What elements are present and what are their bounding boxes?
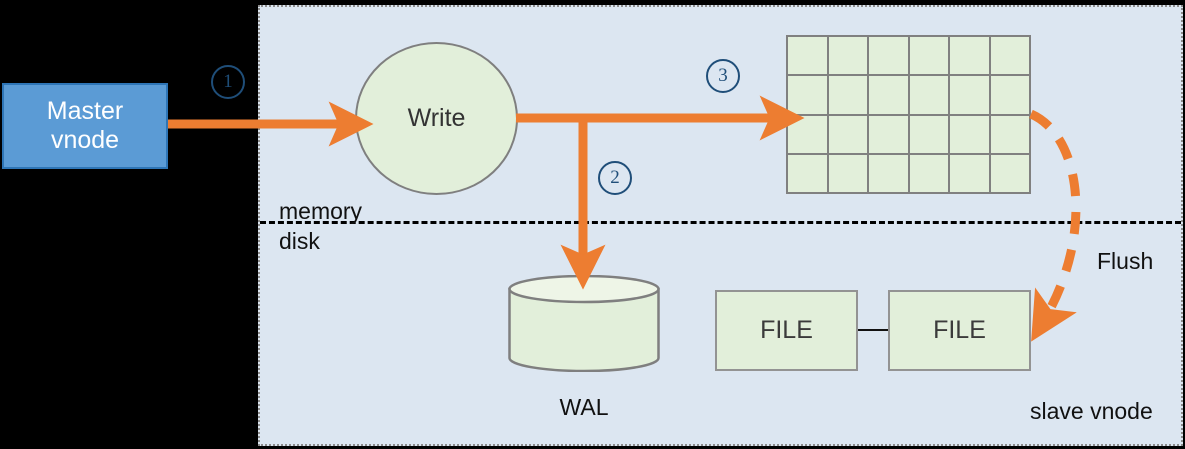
memtable-cell	[909, 37, 948, 75]
disk-label: disk	[279, 228, 320, 254]
memtable-cell	[869, 37, 908, 75]
memtable-cell	[909, 76, 948, 114]
memtable-cell	[990, 76, 1029, 114]
file-box-1[interactable]: FILE	[715, 290, 858, 371]
step-number-2: 2	[598, 161, 632, 195]
memtable-cell	[990, 37, 1029, 75]
memtable-cell	[869, 154, 908, 192]
memtable-cell	[909, 154, 948, 192]
memtable-cell	[788, 154, 827, 192]
memtable-cell	[788, 76, 827, 114]
memtable-cell	[990, 154, 1029, 192]
memtable-cell	[990, 115, 1029, 153]
flush-label: Flush	[1097, 248, 1154, 274]
memtable-cell	[950, 76, 989, 114]
memtable-cell	[909, 115, 948, 153]
cylinder-shape	[508, 274, 660, 373]
memtable-cell	[788, 115, 827, 153]
file-box-2[interactable]: FILE	[888, 290, 1031, 371]
memtable-cell	[950, 154, 989, 192]
memtable-cell	[828, 76, 867, 114]
file-connector-line	[858, 329, 888, 331]
memtable-cell	[828, 154, 867, 192]
step-number-3: 3	[706, 59, 740, 93]
memtable-cell	[950, 115, 989, 153]
master-vnode-box[interactable]: Master vnode	[2, 83, 168, 169]
memtable-grid	[786, 35, 1031, 194]
write-node[interactable]: Write	[355, 42, 518, 195]
memtable-cell	[950, 37, 989, 75]
memtable-cell	[828, 37, 867, 75]
step-number-1: 1	[211, 65, 245, 99]
memtable-cell	[869, 115, 908, 153]
wal-label: WAL	[559, 394, 609, 420]
memtable-cell	[788, 37, 827, 75]
memtable-cell	[869, 76, 908, 114]
memory-label: memory	[279, 198, 363, 224]
slave-vnode-label: slave vnode	[1030, 398, 1153, 424]
memory-disk-divider	[260, 221, 1181, 224]
wal-cylinder[interactable]	[508, 274, 660, 373]
memtable-cell	[828, 115, 867, 153]
